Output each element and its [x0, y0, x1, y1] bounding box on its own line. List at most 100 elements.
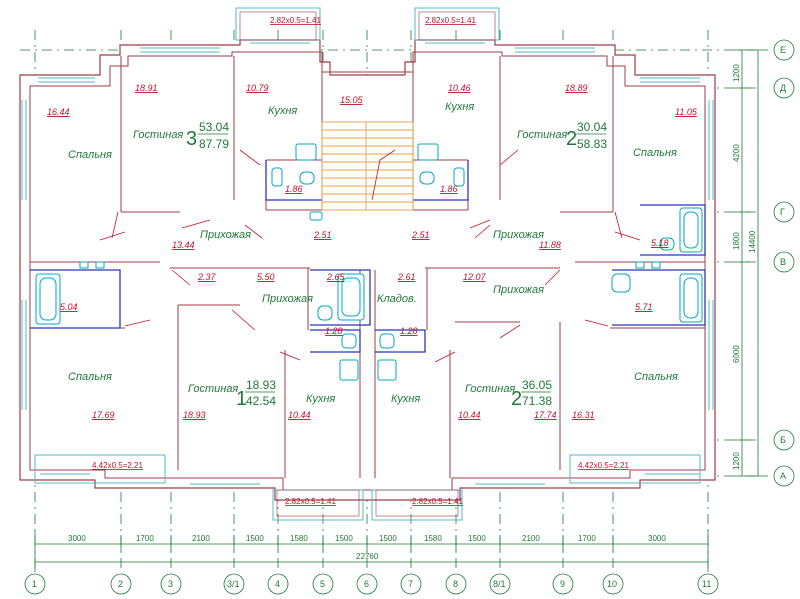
axis-markers-right: Е Д Г В Б А	[773, 39, 795, 487]
area-label: 15.05	[340, 95, 364, 105]
area-label: 5.18	[651, 238, 669, 248]
axis-label: 3	[168, 579, 173, 589]
area-label: 2.51	[411, 230, 430, 240]
room-label-kuhnya-tr: Кухня	[445, 101, 474, 113]
axis-label: Б	[780, 435, 786, 445]
area-label: 12.07	[463, 272, 487, 282]
room-label-gostinaya-tl: Гостиная	[133, 129, 183, 141]
apartment-living-area: 36.05	[522, 378, 552, 392]
room-label-gostinaya-bl: Гостиная	[188, 383, 238, 395]
area-label: 11.05	[675, 107, 698, 117]
apartment-number: 1	[236, 388, 247, 410]
room-label-prihozhaya-cr: Прихожая	[493, 284, 544, 296]
apartment-labels: 3 53.04 87.79 2 30.04 58.83 1 18.93 42.5…	[186, 120, 607, 410]
room-label-gostinaya-br: Гостиная	[465, 383, 515, 395]
area-label: 5.50	[257, 272, 275, 282]
area-label: 1.86	[440, 184, 458, 194]
area-label: 10.46	[448, 83, 471, 93]
area-label: 1.86	[285, 184, 303, 194]
axis-label: Г	[780, 207, 785, 217]
room-labels: Спальня Гостиная Кухня Кухня Гостиная Сп…	[68, 101, 678, 405]
axis-label: 2	[118, 579, 123, 589]
area-label: 1.28	[400, 326, 418, 336]
dimension-value: 1500	[335, 534, 353, 543]
room-label-gostinaya-tr: Гостиная	[517, 129, 567, 141]
dimension-value: 1580	[424, 534, 442, 543]
room-label-spalnya-tr: Спальня	[633, 147, 677, 159]
area-label: 16.44	[47, 107, 70, 117]
bathroom-partitions	[30, 160, 706, 353]
axis-label: В	[780, 257, 786, 267]
room-areas: 16.44 18.91 10.79 15.05 10.46 18.89 11.0…	[47, 83, 698, 420]
area-label: 11.88	[539, 240, 561, 250]
axis-label: 8/1	[493, 579, 506, 589]
bottom-dimensions: 3000 1700 2100 1500 1580 1500 1500 1580 …	[34, 530, 709, 572]
balcony-label-bottom-left: 2.82x0.5=1.41	[285, 497, 336, 506]
axis-label: 1	[32, 579, 37, 589]
axis-label: 6	[364, 579, 369, 589]
axis-label: 7	[408, 579, 413, 589]
dimension-value: 4200	[732, 144, 741, 162]
apartment-living-area: 18.93	[246, 378, 276, 392]
dimension-value: 1200	[732, 452, 741, 470]
dimension-value: 1700	[578, 534, 596, 543]
area-label: 10.44	[288, 410, 311, 420]
apartment-2-bottom-label: 2 36.05 71.38	[511, 378, 552, 410]
room-label-spalnya-tl: Спальня	[68, 149, 112, 161]
room-label-spalnya-br: Спальня	[634, 371, 678, 383]
apartment-3-label: 3 53.04 87.79	[186, 120, 229, 151]
dimension-total: 14400	[748, 230, 757, 253]
area-label: 18.89	[565, 83, 588, 93]
apartment-total-area: 42.54	[246, 394, 276, 408]
axis-label: 5	[320, 579, 325, 589]
dimension-value: 1800	[732, 232, 741, 250]
apartment-number: 2	[511, 388, 522, 410]
apartment-living-area: 30.04	[577, 120, 607, 134]
dimension-value: 3000	[648, 534, 666, 543]
apartment-total-area: 58.83	[577, 137, 607, 151]
apartment-number: 2	[566, 128, 577, 150]
area-label: 2.51	[313, 230, 332, 240]
dimension-total: 22760	[356, 552, 379, 561]
axis-label: Д	[780, 83, 786, 93]
dimension-value: 2100	[192, 534, 210, 543]
area-label: 17.69	[92, 410, 115, 420]
area-label: 5.71	[635, 302, 653, 312]
area-label: 1.28	[325, 326, 343, 336]
right-dimensions: 1200 4200 1800 6000 1200 14400	[732, 49, 768, 477]
axis-label: Е	[780, 45, 786, 55]
dimension-value: 1580	[290, 534, 308, 543]
balconies	[34, 7, 701, 521]
room-label-kuhnya-br: Кухня	[391, 393, 420, 405]
interior-walls	[30, 56, 705, 478]
area-label: 2.65	[326, 272, 346, 282]
apartment-2-top-label: 2 30.04 58.83	[566, 120, 607, 151]
axis-label: 3/1	[227, 579, 240, 589]
room-label-kuhnya-tl: Кухня	[268, 105, 297, 117]
axis-label: А	[780, 471, 786, 481]
axis-label: 4	[275, 579, 280, 589]
area-label: 5.04	[60, 302, 78, 312]
dimension-value: 1700	[136, 534, 154, 543]
apartment-total-area: 71.38	[522, 394, 552, 408]
balcony-label-top-right: 2.82x0.5=1.41	[425, 16, 476, 25]
dimension-value: 1500	[246, 534, 264, 543]
balcony-labels: 2.82x0.5=1.41 2.82x0.5=1.41 4.42x0.5=2.2…	[92, 16, 629, 506]
balcony-label-top-left: 2.82x0.5=1.41	[270, 16, 321, 25]
apartment-number: 3	[186, 128, 197, 150]
room-label-spalnya-bl: Спальня	[68, 371, 112, 383]
door-swings	[99, 149, 641, 363]
room-label-kuhnya-bl: Кухня	[306, 393, 335, 405]
apartment-1-label: 1 18.93 42.54	[236, 378, 276, 410]
balcony-label-right: 4.42x0.5=2.21	[578, 461, 629, 470]
apartment-total-area: 87.79	[199, 137, 229, 151]
dimension-value: 1500	[468, 534, 486, 543]
windows	[21, 42, 714, 485]
dimension-value: 2100	[522, 534, 540, 543]
stairwell	[321, 121, 414, 211]
axis-label: 9	[560, 579, 565, 589]
dimension-value: 1200	[732, 64, 741, 82]
axis-markers-bottom: 1 2 3 3/1 4 5 6 7 8 8/1 9 10 11	[24, 573, 719, 595]
axis-label: 10	[607, 579, 617, 589]
